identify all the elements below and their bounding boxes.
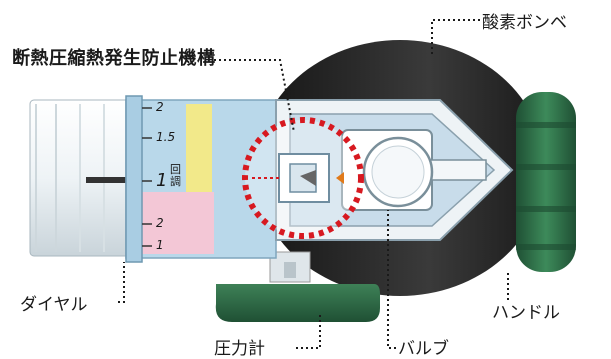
scale-label-2-bottom: 2 [156,216,164,230]
handle-label: ハンドル [492,303,560,323]
dial-label: ダイヤル [20,295,88,315]
valve-label: バルブ [398,339,449,359]
mechanism-highlight [242,117,364,239]
dial-scale-ticks [142,107,152,247]
leader-lines [118,19,509,349]
scale-label-1: 1 [156,170,168,191]
scale-label-1-bottom: 1 [156,238,164,252]
pressure-gauge [215,284,380,322]
dial-knob [29,99,136,257]
gauge-label: 圧力計 [214,339,265,359]
regulator-body [125,95,277,263]
cylinder-label: 酸素ボンベ [482,13,567,33]
scale-label-2-top: 2 [156,100,164,114]
scale-label-kaicho: 回調 [170,163,181,188]
handle [516,92,576,272]
valve-ball [362,136,434,208]
scale-label-1-5: 1.5 [156,130,176,144]
mechanism-title: 断熱圧縮熱発生防止機構 [12,48,216,69]
